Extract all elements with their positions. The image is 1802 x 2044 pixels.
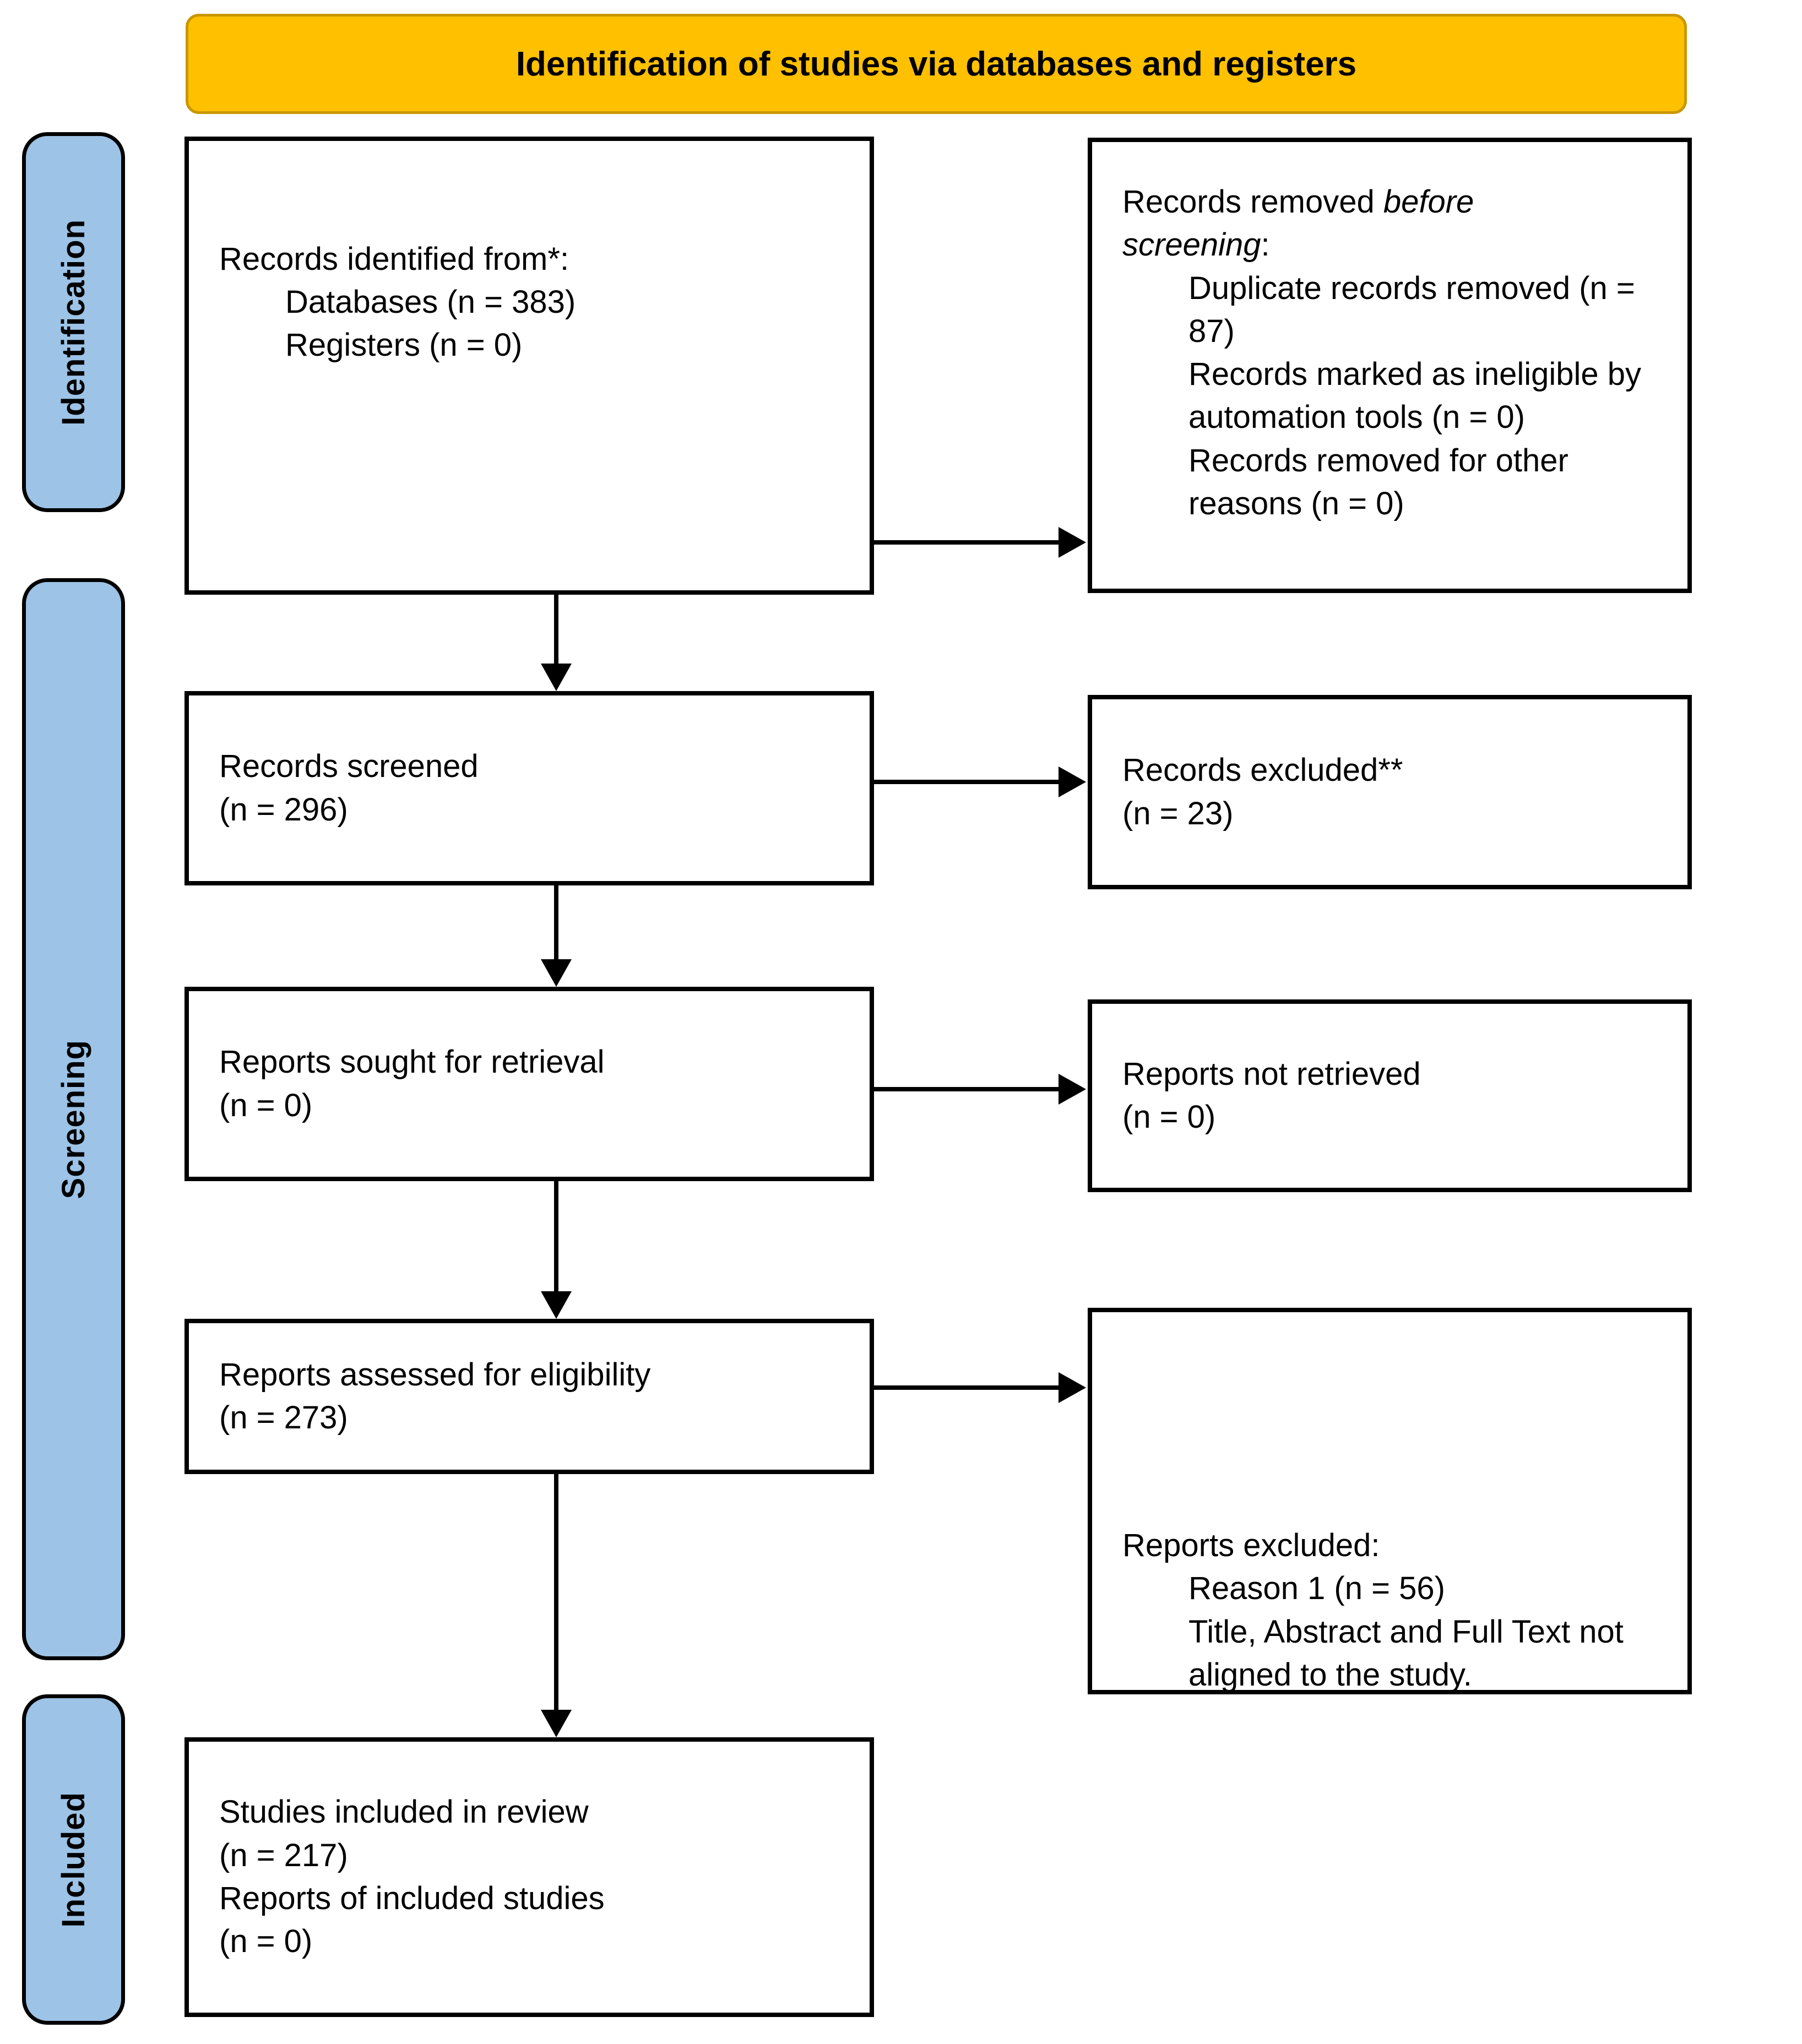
box-line: Reason 1 (n = 56) <box>1188 1570 1445 1607</box>
box-records-removed: Records removed before screening: Duplic… <box>1088 138 1692 593</box>
box-line: Records marked as ineligible by automati… <box>1188 356 1642 436</box>
arrow-screened-to-sought-line <box>554 885 558 962</box>
box-line: Reports sought for retrieval <box>219 1044 605 1080</box>
stage-included: Included <box>22 1694 125 2025</box>
box-studies-included-text: Studies included in review (n = 217) Rep… <box>189 1791 870 1963</box>
stage-identification-label: Identification <box>56 219 91 426</box>
box-line: Reports assessed for eligibility <box>219 1356 651 1393</box>
arrow-identified-to-removed-line <box>874 540 1060 545</box>
box-line: Databases (n = 383) <box>285 284 576 320</box>
box-line: (n = 217) <box>219 1837 348 1873</box>
arrow-sought-to-assessed-line <box>554 1181 558 1294</box>
removed-prefix: Records removed <box>1122 184 1383 220</box>
arrow-assessed-to-reports-excluded-line <box>874 1385 1060 1390</box>
arrow-identified-to-screened-line <box>554 595 558 666</box>
box-line: (n = 296) <box>219 791 348 828</box>
arrow-sought-to-assessed-head <box>541 1291 572 1319</box>
box-line: Reports of included studies <box>219 1880 605 1916</box>
box-studies-included: Studies included in review (n = 217) Rep… <box>184 1737 874 2017</box>
arrow-assessed-to-reports-excluded-head <box>1059 1372 1086 1403</box>
box-line: (n = 273) <box>219 1400 348 1436</box>
box-records-screened: Records screened (n = 296) <box>184 691 874 885</box>
removed-emphasis: before screening <box>1122 184 1474 263</box>
box-reports-assessed-text: Reports assessed for eligibility (n = 27… <box>189 1353 870 1440</box>
removed-suffix: : <box>1261 227 1270 263</box>
stage-included-label: Included <box>56 1791 91 1928</box>
arrow-sought-to-not-retrieved-head <box>1059 1074 1086 1105</box>
box-line: Studies included in review <box>219 1794 589 1830</box>
arrow-screened-to-sought-head <box>541 959 572 987</box>
banner: Identification of studies via databases … <box>186 14 1687 114</box>
box-line: Title, Abstract and Full Text not aligne… <box>1188 1613 1624 1693</box>
arrow-identified-to-screened-head <box>541 664 572 691</box>
banner-title: Identification of studies via databases … <box>515 45 1357 83</box>
box-records-screened-text: Records screened (n = 296) <box>189 745 870 831</box>
box-line: (n = 0) <box>1122 1099 1216 1135</box>
box-records-identified-text: Records identified from*: Databases (n =… <box>189 238 870 494</box>
arrow-sought-to-not-retrieved-line <box>874 1087 1060 1091</box>
arrow-assessed-to-included-line <box>554 1474 558 1713</box>
box-line: Records removed before screening: <box>1122 181 1508 267</box>
arrow-screened-to-excluded-head <box>1059 766 1086 797</box>
box-records-identified: Records identified from*: Databases (n =… <box>184 137 874 595</box>
stage-screening-label: Screening <box>56 1039 91 1199</box>
box-reports-excluded-text: Reports excluded: Reason 1 (n = 56) Titl… <box>1092 1312 1687 1697</box>
box-reports-sought: Reports sought for retrieval (n = 0) <box>184 987 874 1181</box>
box-line: (n = 23) <box>1122 795 1234 831</box>
box-records-removed-text: Records removed before screening: Duplic… <box>1092 142 1687 525</box>
box-line: Duplicate records removed (n = 87) <box>1188 270 1635 349</box>
box-line: Records screened <box>219 748 479 785</box>
arrow-screened-to-excluded-line <box>874 780 1060 784</box>
box-records-excluded-text: Records excluded** (n = 23) <box>1092 749 1687 835</box>
box-reports-assessed: Reports assessed for eligibility (n = 27… <box>184 1319 874 1474</box>
box-line: Reports excluded: <box>1122 1527 1380 1563</box>
box-reports-sought-text: Reports sought for retrieval (n = 0) <box>189 1041 870 1127</box>
stage-screening: Screening <box>22 578 125 1660</box>
box-reports-not-retrieved-text: Reports not retrieved (n = 0) <box>1092 1053 1687 1139</box>
box-line: Records excluded** <box>1122 752 1403 789</box>
box-records-excluded: Records excluded** (n = 23) <box>1088 695 1692 889</box>
arrow-assessed-to-included-head <box>541 1710 572 1737</box>
stage-identification: Identification <box>22 132 125 512</box>
box-reports-not-retrieved: Reports not retrieved (n = 0) <box>1088 999 1692 1192</box>
box-line: (n = 0) <box>219 1923 313 1960</box>
box-reports-excluded: Reports excluded: Reason 1 (n = 56) Titl… <box>1088 1308 1692 1694</box>
arrow-identified-to-removed-head <box>1059 527 1086 558</box>
box-line: Registers (n = 0) <box>285 327 523 363</box>
box-line: Records removed for other reasons (n = 0… <box>1188 442 1568 522</box>
box-line: Reports not retrieved <box>1122 1056 1421 1092</box>
box-line: Records identified from*: <box>219 241 569 277</box>
box-line: (n = 0) <box>219 1087 313 1123</box>
